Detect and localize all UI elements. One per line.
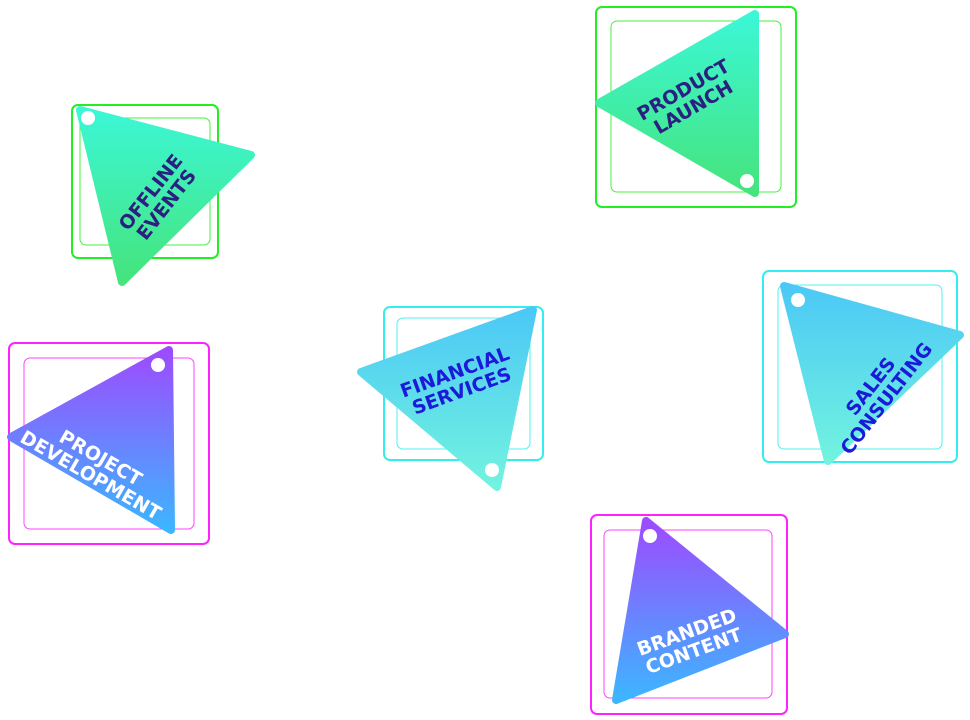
- tag-shape: [7, 346, 175, 534]
- inner-frame: [777, 284, 943, 450]
- tag-label: BRANDEDCONTENT: [634, 605, 746, 680]
- outer-frame: [590, 514, 788, 715]
- tag-offline-events: OFFLINEEVENTS: [71, 104, 255, 286]
- inner-frame: [603, 529, 773, 699]
- tag-hole-icon: [643, 529, 657, 543]
- outer-frame: [8, 342, 210, 545]
- tag-product-launch: PRODUCTLAUNCH: [595, 6, 797, 208]
- tag-financial-services: FINANCIALSERVICES: [357, 306, 544, 491]
- outer-frame: [595, 6, 797, 208]
- tag-shape: [612, 517, 789, 704]
- tag-shape: [76, 106, 255, 286]
- tag-hole-icon: [740, 174, 754, 188]
- tag-hole-icon: [151, 358, 165, 372]
- tag-shape: [780, 282, 964, 465]
- outer-frame: [762, 270, 958, 463]
- tag-project-development: PROJECTDEVELOPMENT: [7, 342, 210, 545]
- tag-sales-consulting: SALESCONSULTING: [762, 270, 964, 465]
- tag-branded-content: BRANDEDCONTENT: [590, 514, 789, 715]
- tag-shape: [357, 306, 537, 491]
- tag-hole-icon: [81, 111, 95, 125]
- tag-shape: [595, 10, 759, 197]
- tag-hole-icon: [485, 463, 499, 477]
- tag-hole-icon: [791, 293, 805, 307]
